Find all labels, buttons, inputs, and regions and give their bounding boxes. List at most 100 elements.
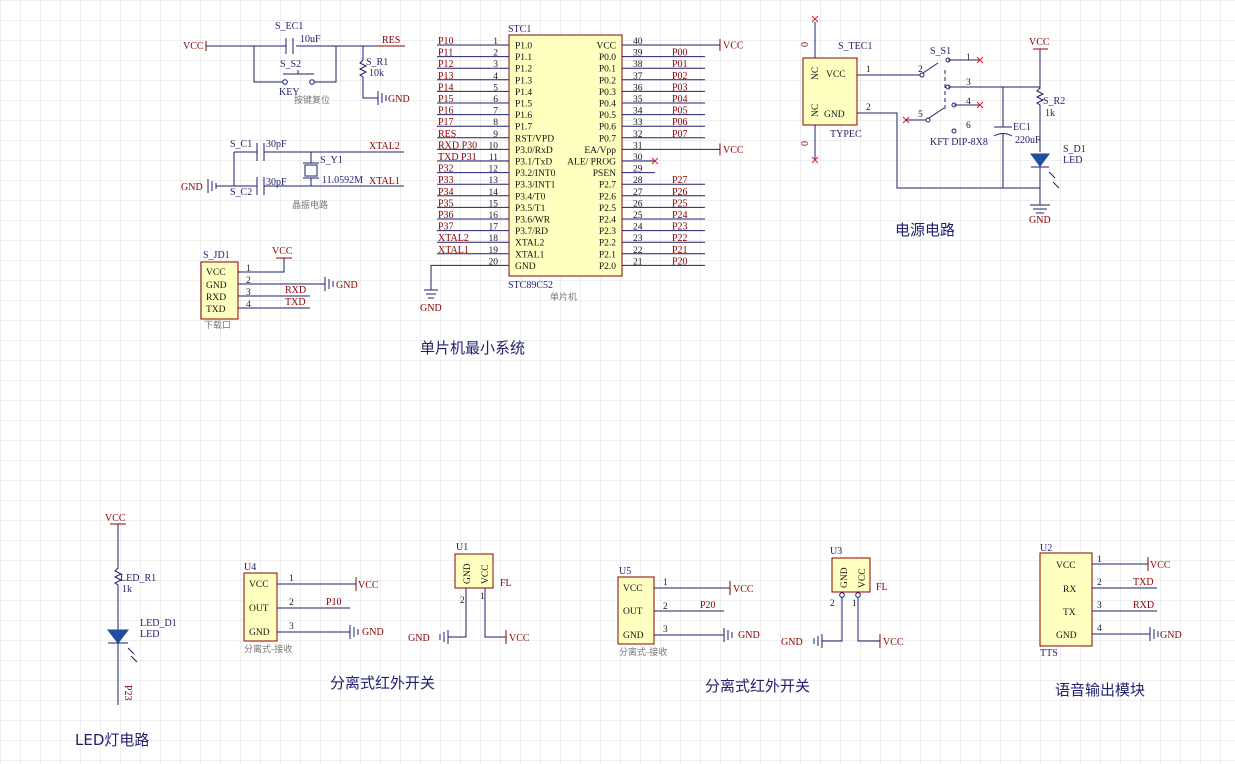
mcu-left-pin-number: 15 [489, 199, 499, 209]
u1-vcc-label: VCC [509, 633, 530, 644]
mcu-left-pin-name: P3.7/RD [515, 227, 548, 237]
voice-module: U2 VCC RX TX GND 1 2 3 4 VCC TXD RXD GND… [1039, 543, 1182, 699]
mcu-left-pin-net: P14 [438, 82, 454, 93]
typec-box [802, 57, 858, 126]
mcu-left-pin-net: XTAL2 [438, 233, 469, 244]
led-vcc-label: VCC [105, 513, 126, 524]
download-vcc-label: VCC [272, 246, 293, 257]
u1-box [454, 553, 494, 589]
ir-switch-2: U5 VCC OUT GND 1 2 3 VCC P20 GND 分离式-接收 … [617, 546, 904, 695]
voice-section-title: 语音输出模块 [1055, 681, 1145, 699]
reset-circuit: VCC S_EC1 10uF S_S2 KEY 按键复位 S_R1 10k GN… [183, 21, 410, 106]
u2-part: TTS [1040, 648, 1058, 659]
mcu-right-pin-number: 26 [633, 199, 643, 209]
u2-rxd-label: RXD [1133, 600, 1154, 611]
mcu-no-connect-mark [651, 157, 659, 165]
mcu-right-pin-net: P05 [672, 106, 688, 117]
reset-cap-value: 10uF [300, 34, 321, 45]
mcu-right-pin-number: 40 [633, 37, 643, 47]
download-pin-txd: TXD [206, 305, 226, 315]
mcu-right-pin-name: P0.2 [599, 76, 616, 86]
power-vcc-label: VCC [1029, 37, 1050, 48]
mcu-right-pin-name: P0.3 [599, 88, 616, 98]
mcu-left-pin-net: P33 [438, 175, 454, 186]
mcu-left-pin-number: 1 [493, 37, 498, 47]
mcu-right-pin-net: P06 [672, 117, 688, 128]
crystal-circuit: S_C1 30pF S_C2 30pF S_Y1 11.0592M XTAL2 … [181, 139, 404, 211]
download-pin-rxd: RXD [206, 293, 226, 303]
u4-p10-label: P10 [326, 597, 342, 608]
switch-part: KFT DIP-8X8 [930, 137, 988, 148]
mcu-left-pin-name: P3.6/WR [515, 216, 551, 226]
mcu-right-pin-number: 24 [633, 223, 643, 233]
u2-pin-vcc: VCC [1056, 561, 1076, 571]
mcu-left-pin-number: 18 [489, 234, 499, 244]
download-subtitle: 下载口 [204, 319, 231, 331]
download-num-3: 3 [246, 288, 251, 298]
mcu-left-pin-name: P1.4 [515, 88, 532, 98]
mcu-left-pin-name: P3.1/TxD [515, 158, 552, 168]
u4-ref: U4 [244, 562, 256, 573]
u3-num-1: 1 [852, 599, 857, 609]
mcu-right-pin-name: P0.7 [599, 134, 616, 144]
u4-pin-out: OUT [249, 604, 269, 614]
u4-num-3: 3 [289, 622, 294, 632]
mcu-gnd-label: GND [420, 303, 442, 314]
u2-txd-label: TXD [1133, 577, 1154, 588]
mcu-right-pin-net: P02 [672, 71, 688, 82]
power-res-value: 1k [1045, 108, 1055, 119]
mcu-left-pin-net: P15 [438, 94, 454, 105]
mcu-left-pin-name: GND [515, 262, 536, 272]
power-circuit: 0 S_TEC1 NC VCC NC GND TYPEC 0 1 2 S_S1 … [800, 15, 1086, 239]
mcu-left-pin-net: RXD P30 [438, 140, 477, 151]
power-nc2-zero: 0 [800, 141, 811, 146]
mcu-right-pin-net: P20 [672, 256, 688, 267]
reset-key-value: KEY [279, 87, 300, 98]
mcu-right-pin-name: P0.5 [599, 111, 616, 121]
u5-box [617, 576, 655, 645]
u2-pin-rx: RX [1063, 585, 1076, 595]
switch-pin-5: 5 [918, 110, 923, 120]
mcu-right-pin-name: P0.1 [599, 65, 616, 75]
ir2-section-title: 分离式红外开关 [705, 677, 810, 695]
u4-box [243, 572, 278, 642]
mcu-right-pin-number: 30 [633, 153, 643, 163]
y1-ref: S_Y1 [320, 155, 343, 166]
mcu-left-pin-name: P3.5/T1 [515, 204, 546, 214]
mcu-part: STC89C52 [508, 280, 553, 291]
u3-ref: U3 [830, 546, 842, 557]
mcu-left-pin-net: P11 [438, 48, 453, 59]
mcu-right-pin-number: 22 [633, 246, 643, 256]
mcu-right-pin-net: P24 [672, 210, 688, 221]
reset-res-ref: S_R1 [366, 57, 388, 68]
mcu-right-pin-net: P04 [672, 94, 688, 105]
crystal-xtal1-label: XTAL1 [369, 176, 400, 187]
u4-pin-gnd: GND [249, 628, 270, 638]
ir-switch-1: U4 VCC OUT GND 1 2 3 VCC P10 GND 分离式-接收 … [243, 542, 530, 692]
u2-num-2: 2 [1097, 578, 1102, 588]
mcu-right-pin-name: P0.6 [599, 123, 616, 133]
mcu-left-pin-number: 13 [489, 176, 499, 186]
u2-vcc-label: VCC [1150, 560, 1171, 571]
mcu-left-pin-number: 7 [493, 107, 498, 117]
power-led-value: LED [1063, 155, 1082, 166]
u1-ref: U1 [456, 542, 468, 553]
typec-nc-top: NC [811, 67, 821, 80]
mcu-right-pin-net: P25 [672, 198, 688, 209]
mcu-left-pin-net: P17 [438, 117, 454, 128]
u5-pin-gnd: GND [623, 631, 644, 641]
mcu-right-pin-number: 34 [633, 107, 643, 117]
typec-nc-bottom: NC [811, 104, 821, 117]
u1-pin-gnd: GND [463, 563, 473, 584]
u5-pin-out: OUT [623, 607, 643, 617]
led-p23-label: P23 [122, 685, 133, 701]
mcu-left-pins: P1.01P10P1.12P11P1.23P12P1.34P13P1.45P14… [431, 36, 556, 272]
download-rxd-label: RXD [285, 285, 306, 296]
mcu-right-pin-name: EA/Vpp [584, 146, 616, 156]
mcu-right-pin-number: 35 [633, 95, 643, 105]
u5-num-1: 1 [663, 578, 668, 588]
reset-cap-ref: S_EC1 [275, 21, 303, 32]
download-pin-gnd: GND [206, 281, 227, 291]
mcu-left-pin-name: P1.1 [515, 53, 532, 63]
y1-value: 11.0592M [322, 175, 363, 186]
